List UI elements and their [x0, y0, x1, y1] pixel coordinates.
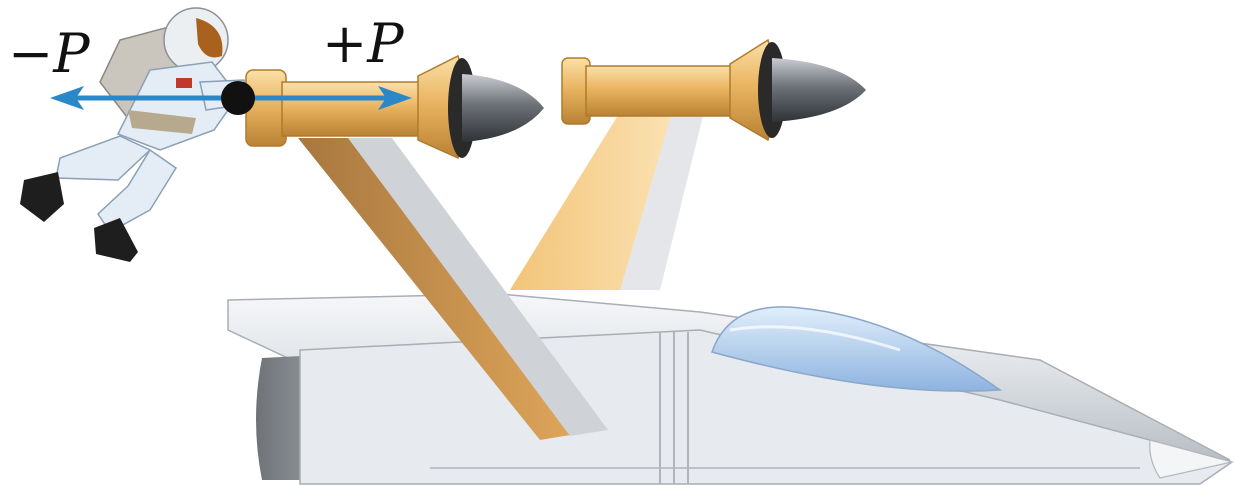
front-nose-cone: [462, 74, 544, 142]
rear-thruster: [562, 40, 866, 140]
contact-point: [221, 81, 255, 115]
astronaut-boot: [94, 218, 138, 262]
spacecraft: [228, 40, 1232, 484]
rear-nose-cone: [772, 58, 866, 122]
plus-p-label: +P: [322, 12, 405, 75]
astronaut-boot: [20, 172, 64, 222]
minus-p-label: −P: [8, 22, 91, 85]
flag-patch: [176, 78, 192, 88]
